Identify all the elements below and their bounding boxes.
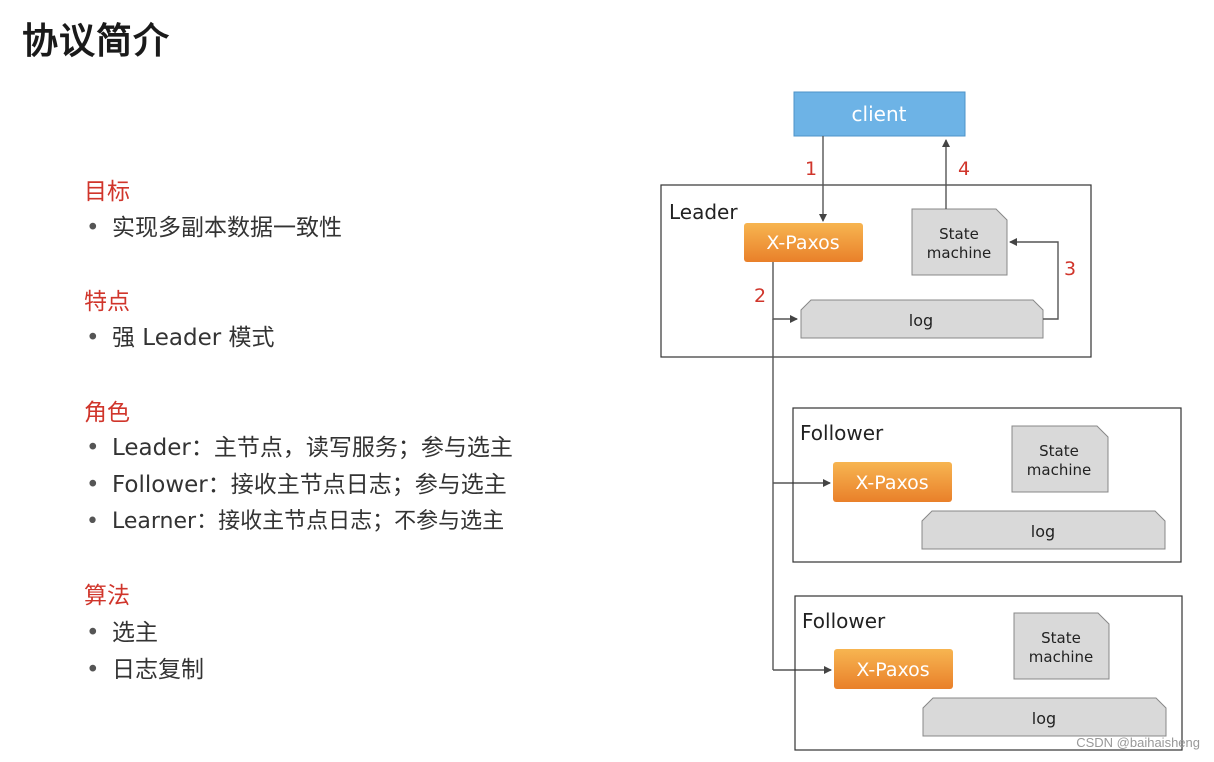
leader-xpaxos-box [744, 223, 863, 262]
bullet-text: 日志复制 [112, 657, 204, 683]
step-label-4: 4 [958, 158, 970, 180]
leader-frame [660, 184, 1092, 358]
follower-2-state-machine-box [1013, 612, 1110, 680]
bullet-item: • Leader：主节点，读写服务；参与选主 [86, 428, 513, 462]
follower-1-state-machine-line1: State [1039, 442, 1079, 460]
step-label-3: 3 [1064, 258, 1076, 280]
leader-state-machine-line2: machine [927, 244, 991, 262]
bullet-item: • 选主 [86, 613, 158, 647]
follower-2-xpaxos-label: X-Paxos [856, 659, 929, 681]
follower-label-1: Follower [800, 421, 884, 445]
leader-log-box [800, 299, 1044, 339]
follower-1-state-machine-box [1011, 425, 1109, 493]
leader-state-machine-box [911, 208, 1008, 276]
follower-1-xpaxos-box [833, 462, 952, 502]
follower-2-log-label: log [1032, 709, 1056, 728]
bullet-dot: • [86, 325, 100, 351]
watermark: CSDN @baihaisheng [1076, 735, 1200, 750]
bullet-dot: • [86, 472, 100, 498]
bullet-text: Learner：接收主节点日志；不参与选主 [112, 509, 505, 534]
follower-frame-2 [794, 595, 1183, 751]
bullet-text: 强 Leader 模式 [112, 325, 275, 351]
leader-log-label: log [909, 311, 933, 330]
bullet-item: • Learner：接收主节点日志；不参与选主 [86, 503, 504, 535]
follower-1-log-label: log [1031, 522, 1055, 541]
bullet-text: Follower：接收主节点日志；参与选主 [112, 472, 507, 498]
section-heading-goal: 目标 [84, 179, 130, 205]
leader-state-machine-line1: State [939, 225, 979, 243]
follower-1-xpaxos-label: X-Paxos [855, 472, 928, 494]
client-label: client [852, 102, 907, 126]
bullet-item: • 强 Leader 模式 [86, 318, 274, 352]
leader-label: Leader [669, 200, 738, 224]
page-title: 协议简介 [22, 21, 171, 62]
follower-1-log-box [921, 510, 1166, 550]
follower-2-xpaxos-box [834, 649, 953, 689]
bullet-dot: • [86, 509, 99, 534]
bullet-item: • Follower：接收主节点日志；参与选主 [86, 465, 507, 499]
client-box [793, 91, 966, 137]
leader-xpaxos-label: X-Paxos [766, 232, 839, 254]
section-heading-roles: 角色 [84, 400, 130, 426]
bullet-text: 选主 [112, 620, 158, 646]
step-label-2: 2 [754, 285, 766, 307]
follower-1-state-machine-line2: machine [1027, 461, 1091, 479]
follower-2-state-machine-line1: State [1041, 629, 1081, 647]
bullet-dot: • [86, 620, 100, 646]
arrow-step-3 [1009, 238, 1059, 320]
bullet-text: 实现多副本数据一致性 [112, 215, 342, 241]
follower-2-log-box [922, 697, 1167, 737]
follower-frame-1 [792, 407, 1182, 563]
follower-label-2: Follower [802, 609, 886, 633]
bullet-dot: • [86, 657, 100, 683]
bullet-dot: • [86, 435, 100, 461]
arrow-step-2 [772, 262, 798, 323]
section-heading-algorithm: 算法 [84, 583, 130, 609]
bullet-item: • 日志复制 [86, 650, 204, 684]
bullet-item: • 实现多副本数据一致性 [86, 208, 342, 242]
bullet-dot: • [86, 215, 100, 241]
follower-2-state-machine-line2: machine [1029, 648, 1093, 666]
bullet-text: Leader：主节点，读写服务；参与选主 [112, 435, 513, 461]
section-heading-features: 特点 [84, 289, 130, 315]
step-label-1: 1 [805, 158, 817, 180]
